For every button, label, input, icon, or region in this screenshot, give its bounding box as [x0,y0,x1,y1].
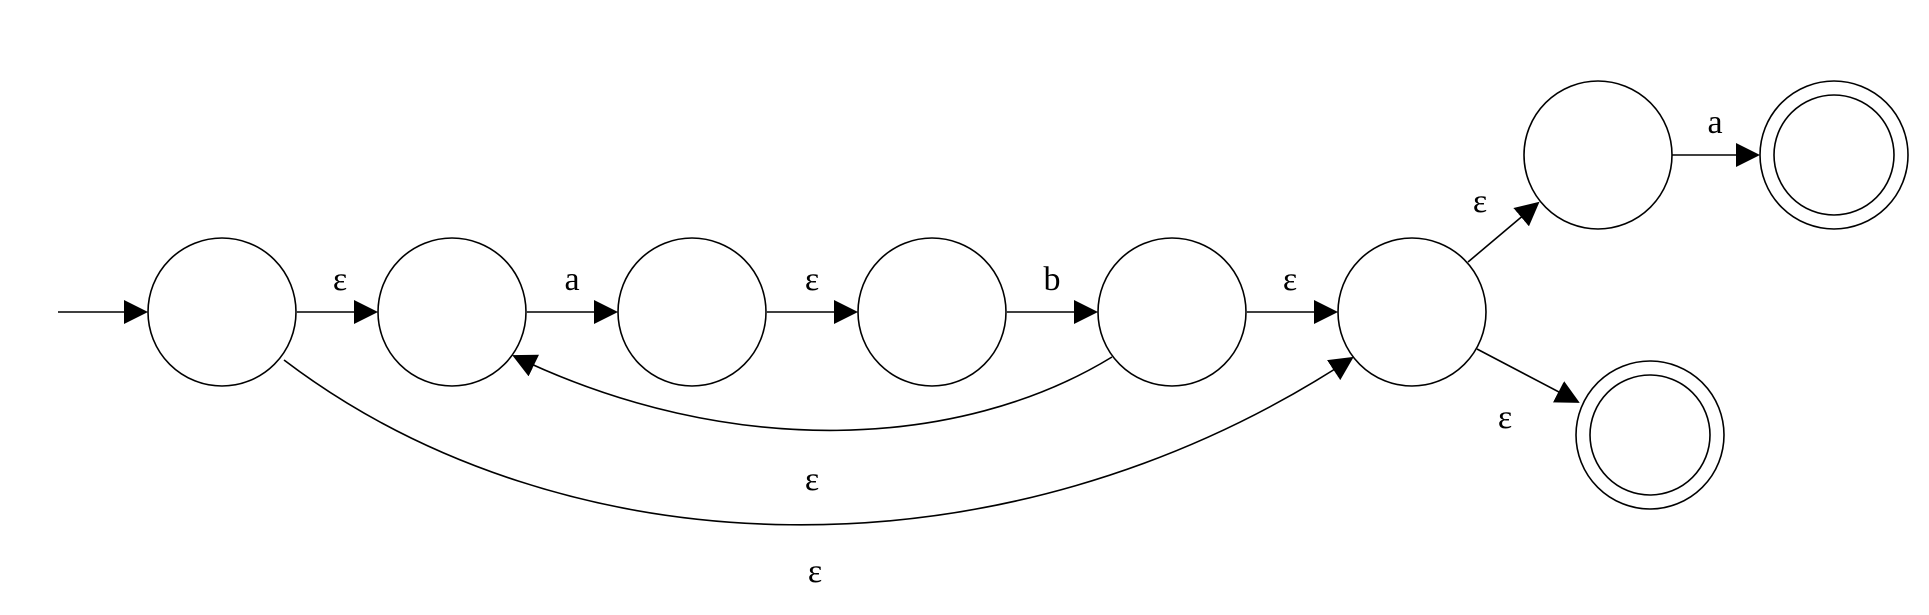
state-q5 [1337,237,1487,387]
transition-q5-q6 [1467,201,1540,263]
label-q3-q4: b [1044,261,1061,298]
state-q0 [147,237,297,387]
state-q1 [377,237,527,387]
state-q8 [1575,360,1725,510]
transition-q4-q1 [512,354,1113,432]
state-q4 [1097,237,1247,387]
state-q7 [1759,80,1909,230]
transition-q5-q8 [1476,348,1580,403]
transition-q0-q5 [283,356,1354,526]
label-q5-q8: ε [1498,399,1512,436]
label-q0-q1: ε [333,261,347,298]
label-q4-q1: ε [805,461,819,498]
state-q2 [617,237,767,387]
label-q1-q2: a [564,261,579,298]
state-q3 [857,237,1007,387]
state-q6 [1523,80,1673,230]
label-q2-q3: ε [805,261,819,298]
label-q5-q6: ε [1473,183,1487,220]
label-q0-q5: ε [808,553,822,590]
label-q6-q7: a [1707,104,1722,141]
label-q4-q5: ε [1283,261,1297,298]
